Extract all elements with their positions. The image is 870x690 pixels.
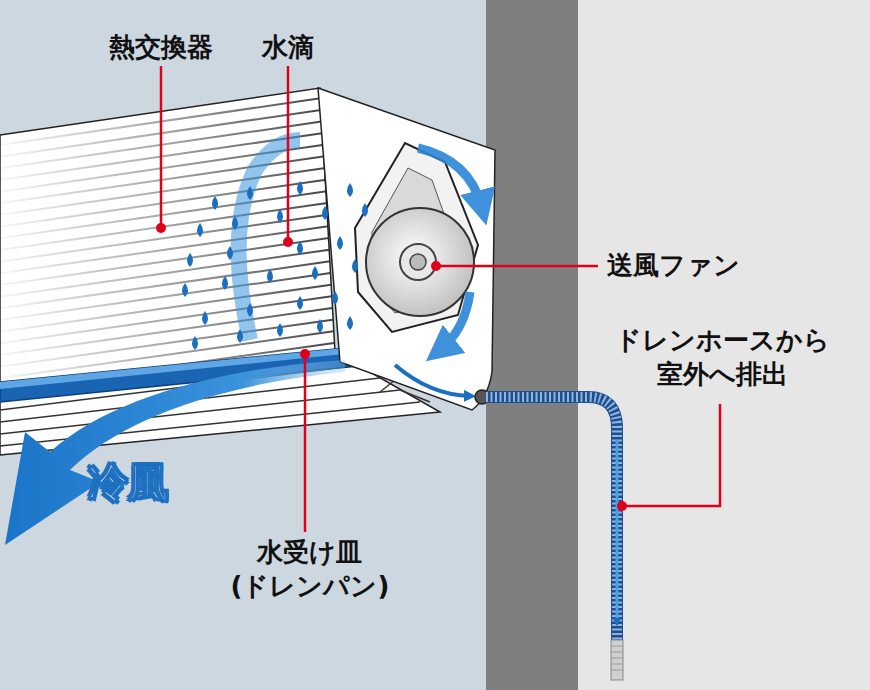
water-drop bbox=[332, 291, 338, 305]
leader-lines bbox=[161, 66, 720, 532]
cold-air-arrow bbox=[5, 360, 345, 545]
water-drop bbox=[277, 209, 283, 223]
fin-line bbox=[0, 203, 327, 250]
part-label: 水受け皿 (ドレンパン) bbox=[228, 536, 393, 604]
fin-line bbox=[0, 296, 332, 343]
part-label: 送風ファン bbox=[604, 249, 743, 283]
water-drop bbox=[297, 296, 303, 310]
drain-hose bbox=[486, 397, 617, 640]
fan-axle bbox=[410, 254, 426, 270]
water-drop bbox=[337, 236, 343, 250]
water-drop bbox=[247, 186, 253, 200]
water-drop bbox=[277, 323, 283, 337]
water-drop bbox=[297, 181, 303, 195]
water-drop bbox=[212, 196, 218, 210]
drain-flow-arrow bbox=[395, 365, 470, 396]
airflow-arrow bbox=[239, 140, 300, 340]
unit-body bbox=[0, 88, 335, 398]
part-label: 水滴 bbox=[259, 31, 317, 65]
water-drops bbox=[182, 181, 368, 350]
blower-fan bbox=[366, 208, 474, 316]
water-drop bbox=[362, 203, 368, 217]
wall bbox=[486, 0, 578, 690]
fin-line bbox=[0, 156, 325, 203]
fin-line bbox=[0, 226, 328, 273]
part-label: ドレンホースから 室外へ排出 bbox=[612, 324, 833, 392]
fin-line bbox=[0, 168, 325, 215]
fin-line bbox=[0, 191, 327, 238]
water-drop bbox=[267, 269, 273, 283]
water-drop bbox=[247, 303, 253, 317]
water-drop bbox=[192, 336, 198, 350]
fin-line bbox=[0, 250, 329, 297]
fin-line bbox=[0, 273, 331, 320]
water-drop bbox=[322, 206, 328, 220]
water-drop bbox=[227, 246, 233, 260]
water-drop bbox=[297, 241, 303, 255]
hose-flow-arrow bbox=[616, 440, 619, 622]
drain-hose-ribs bbox=[486, 397, 617, 640]
fin-line bbox=[0, 238, 329, 285]
water-drop bbox=[317, 319, 323, 333]
heat-exchanger-fins bbox=[0, 98, 334, 390]
fan-airflow-arrow bbox=[440, 292, 470, 350]
fin-line bbox=[0, 215, 328, 262]
water-drop bbox=[222, 276, 228, 290]
hose-end-ribs bbox=[611, 646, 623, 670]
part-label: 熱交換器 bbox=[106, 31, 216, 65]
fan-airflow-arrow bbox=[418, 148, 482, 208]
water-drop bbox=[182, 283, 188, 297]
fin-line bbox=[0, 308, 332, 355]
fin-line bbox=[0, 180, 326, 227]
water-drop bbox=[347, 316, 353, 330]
hose-end bbox=[611, 640, 623, 680]
water-drop bbox=[202, 311, 208, 325]
fin-line bbox=[0, 261, 330, 308]
water-drop bbox=[187, 253, 193, 267]
leader-dots bbox=[156, 223, 627, 511]
water-drop bbox=[197, 223, 203, 237]
fin-line bbox=[0, 285, 331, 332]
water-drop bbox=[352, 259, 358, 273]
water-drop bbox=[232, 216, 238, 230]
water-drop bbox=[347, 183, 353, 197]
airflow-label: 冷風 bbox=[84, 456, 172, 508]
fan-hub bbox=[400, 244, 436, 280]
water-drop bbox=[237, 329, 243, 343]
water-drop bbox=[312, 266, 318, 280]
